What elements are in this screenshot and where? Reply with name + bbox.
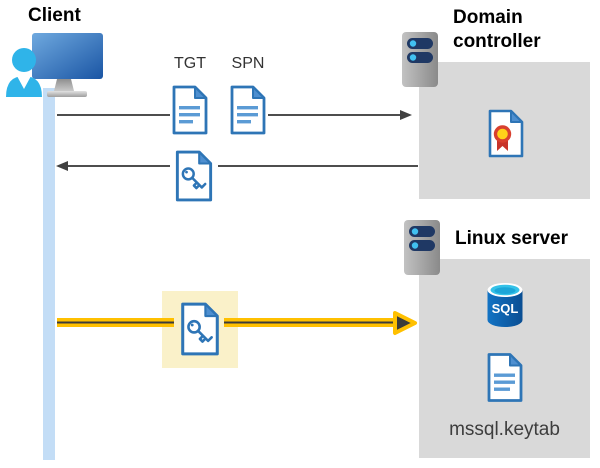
tgt-document-icon <box>170 85 210 135</box>
tgt-label: TGT <box>174 55 206 72</box>
sql-connection-arrowhead-icon <box>393 311 417 335</box>
kerberos-request-arrowhead-icon <box>400 110 412 120</box>
kerberos-request-arrow-line-right <box>266 114 401 116</box>
highlighted-key-document-icon <box>181 302 219 356</box>
kerberos-response-arrow-line-right <box>218 165 418 167</box>
sql-connection-arrow-line-right <box>224 318 394 327</box>
certificate-icon <box>488 109 524 158</box>
sql-icon-text: SQL <box>492 301 519 316</box>
keytab-filename: mssql.keytab <box>449 419 560 440</box>
linux-server-label: Linux server <box>455 228 568 249</box>
client-label: Client <box>28 5 81 26</box>
spn-label: SPN <box>231 55 265 72</box>
domain-controller-label: Domain controller <box>453 7 541 52</box>
kerberos-response-arrowhead-icon <box>56 161 68 171</box>
client-workstation-icon <box>6 33 103 97</box>
sql-database-icon: SQL <box>487 283 523 327</box>
client-session-line <box>43 88 55 460</box>
kerberos-request-arrow-line-left <box>57 114 174 116</box>
service-ticket-key-document-icon <box>173 150 215 202</box>
kerberos-response-arrow-line-left <box>67 165 170 167</box>
spn-document-icon <box>228 85 268 135</box>
keytab-document-icon <box>487 353 523 402</box>
linux-server-icon <box>404 220 440 275</box>
sql-connection-arrow-line-left <box>57 318 174 327</box>
domain-controller-server-icon <box>402 32 438 87</box>
